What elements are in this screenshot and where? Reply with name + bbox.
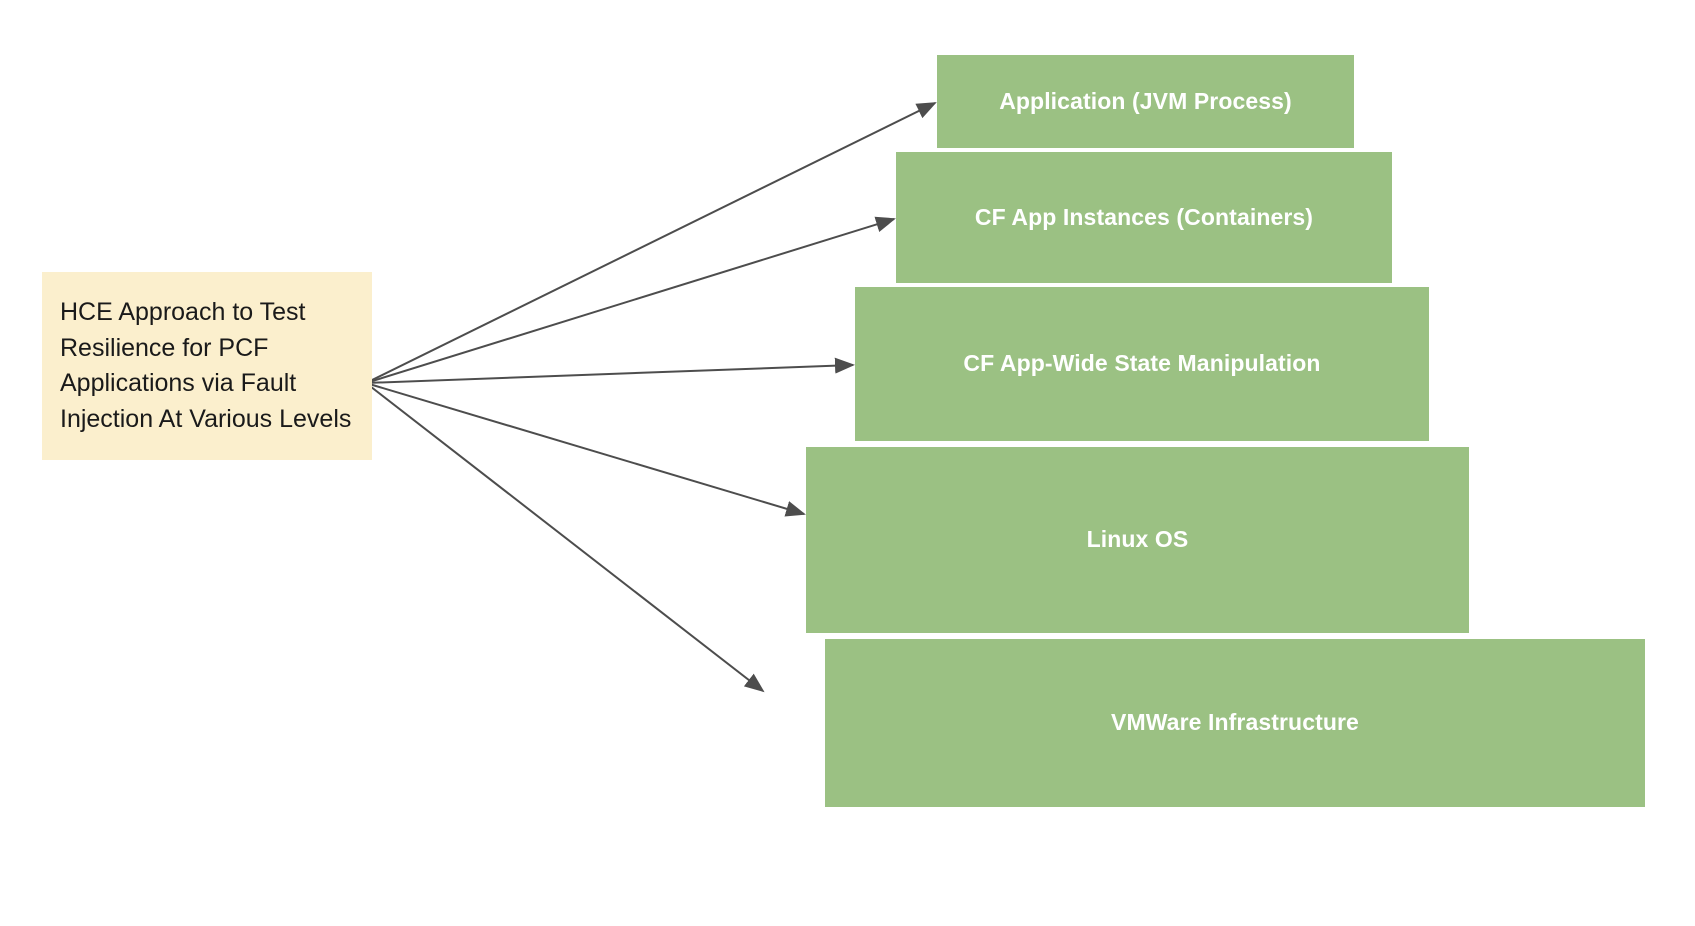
layer-box-application[interactable]: Application (JVM Process) (937, 55, 1354, 148)
layer-box-vmware-infrastructure[interactable]: VMWare Infrastructure (825, 639, 1645, 807)
layer-box-cf-app-instances[interactable]: CF App Instances (Containers) (896, 152, 1392, 283)
layer-box-linux-os[interactable]: Linux OS (806, 447, 1469, 633)
layer-box-cf-app-wide-state[interactable]: CF App-Wide State Manipulation (855, 287, 1429, 441)
arrow-to-layer-vmware-infrastructure (365, 382, 765, 693)
layer-label-vmware-infrastructure: VMWare Infrastructure (1111, 709, 1359, 736)
layer-label-cf-app-wide-state: CF App-Wide State Manipulation (963, 350, 1321, 377)
arrow-to-layer-application (365, 102, 937, 384)
layer-label-cf-app-instances: CF App Instances (Containers) (974, 203, 1314, 230)
arrow-to-layer-cf-app-instances (365, 216, 896, 384)
arrow-to-layer-cf-app-wide-state (365, 357, 855, 384)
hce-approach-source-node[interactable]: HCE Approach to Test Resilience for PCF … (42, 272, 372, 460)
layer-label-application: Application (JVM Process) (999, 87, 1292, 114)
source-node-label: HCE Approach to Test Resilience for PCF … (60, 298, 352, 433)
arrow-to-layer-linux-os (365, 382, 806, 517)
layer-label-linux-os: Linux OS (1086, 526, 1189, 553)
